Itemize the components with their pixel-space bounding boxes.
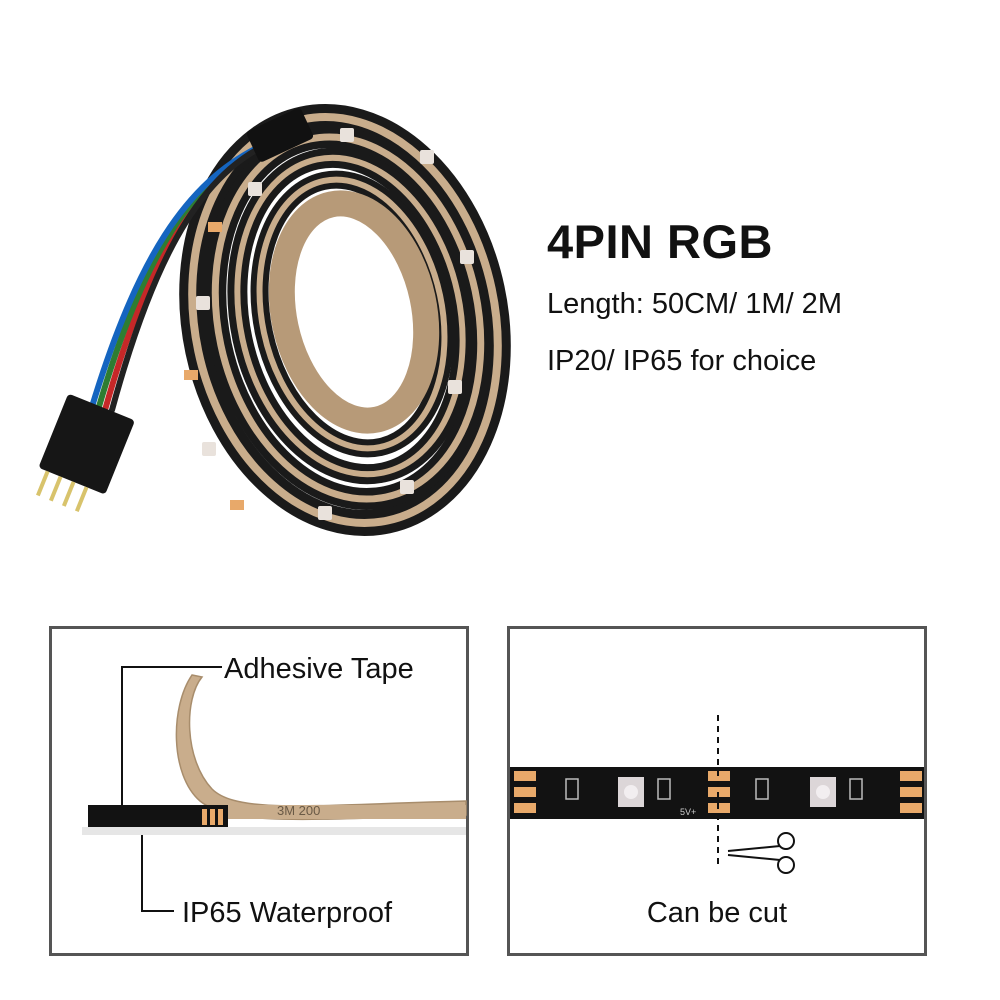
can-be-cut-label: Can be cut <box>646 897 788 929</box>
tape-marking-text: 3M 200 <box>277 803 320 818</box>
led-strip-reel-image <box>36 104 511 536</box>
cut-panel: 5V+ Can be cut <box>507 626 927 956</box>
strip-side-view-image: 3M 200 <box>82 666 467 912</box>
strip-top-view-image: 5V+ <box>510 715 924 874</box>
ip-rating-spec: IP20/ IP65 for choice <box>547 345 817 377</box>
length-spec: Length: 50CM/ 1M/ 2M <box>547 288 842 320</box>
ip65-waterproof-label: IP65 Waterproof <box>182 897 393 929</box>
strip-voltage-marking: 5V+ <box>680 807 696 817</box>
adhesive-panel: 3M 200 Adhesive Tape IP65 Waterproof <box>49 626 469 956</box>
product-title: 4PIN RGB <box>547 215 773 268</box>
adhesive-tape-label: Adhesive Tape <box>224 653 414 685</box>
scissors-icon <box>727 832 795 874</box>
